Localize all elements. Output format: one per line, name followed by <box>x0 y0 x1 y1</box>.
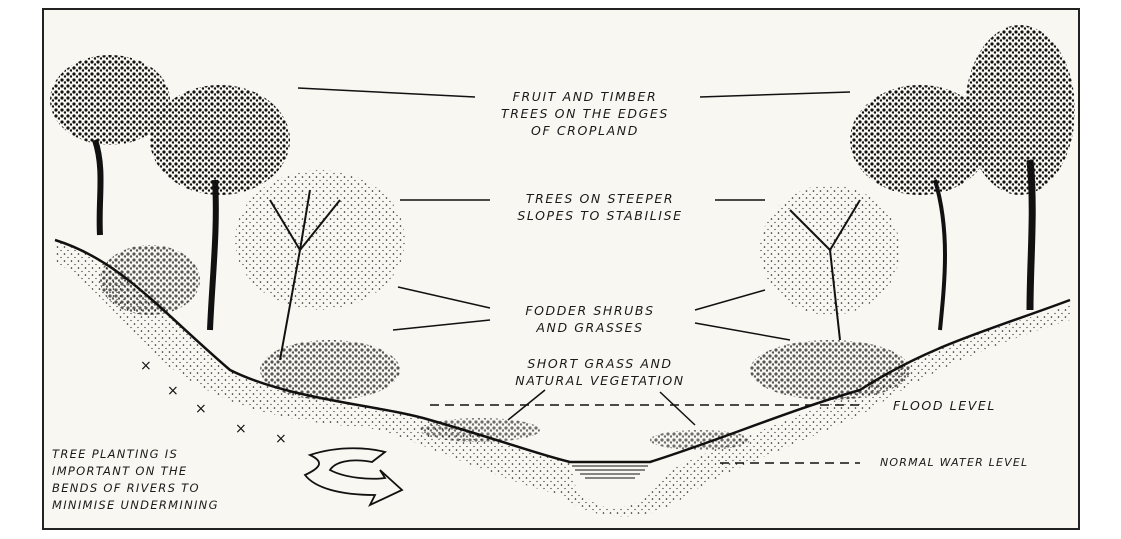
river-water <box>572 465 648 479</box>
ground-profile <box>54 238 1071 464</box>
label-line: SLOPES TO STABILISE <box>517 208 683 223</box>
label-line: FODDER SHRUBS <box>525 303 655 318</box>
svg-text:×: × <box>167 383 179 399</box>
x-marks: × × × × × <box>140 358 287 447</box>
label-fruit-timber: FRUIT AND TIMBER TREES ON THE EDGES OF C… <box>470 88 700 139</box>
label-line: TREE PLANTING IS <box>52 447 179 461</box>
right-trees <box>750 25 1075 400</box>
svg-text:×: × <box>235 421 247 437</box>
grass-right <box>650 430 750 450</box>
grass-left <box>420 418 540 442</box>
label-line: FRUIT AND TIMBER <box>512 89 658 104</box>
label-line: BENDS OF RIVERS TO <box>52 481 200 495</box>
label-tree-planting: TREE PLANTING IS IMPORTANT ON THE BENDS … <box>52 446 219 514</box>
label-steeper-slopes: TREES ON STEEPER SLOPES TO STABILISE <box>480 190 720 224</box>
label-flood-level: FLOOD LEVEL <box>893 398 996 413</box>
svg-text:×: × <box>195 401 207 417</box>
svg-text:×: × <box>275 431 287 447</box>
river-bend-arrow-icon <box>303 447 404 507</box>
label-line: SHORT GRASS AND <box>527 356 673 371</box>
label-line: IMPORTANT ON THE <box>52 464 188 478</box>
left-trees <box>50 55 405 400</box>
label-normal-water-level: NORMAL WATER LEVEL <box>880 456 1029 469</box>
label-line: NATURAL VEGETATION <box>515 373 685 388</box>
label-line: MINIMISE UNDERMINING <box>52 498 219 512</box>
label-line: TREES ON THE EDGES <box>501 106 669 121</box>
label-line: OF CROPLAND <box>531 123 639 138</box>
svg-text:×: × <box>140 358 152 374</box>
label-fodder: FODDER SHRUBS AND GRASSES <box>480 302 700 336</box>
label-line: TREES ON STEEPER <box>525 191 675 206</box>
label-line: AND GRASSES <box>536 320 644 335</box>
label-short-grass: SHORT GRASS AND NATURAL VEGETATION <box>490 355 710 389</box>
